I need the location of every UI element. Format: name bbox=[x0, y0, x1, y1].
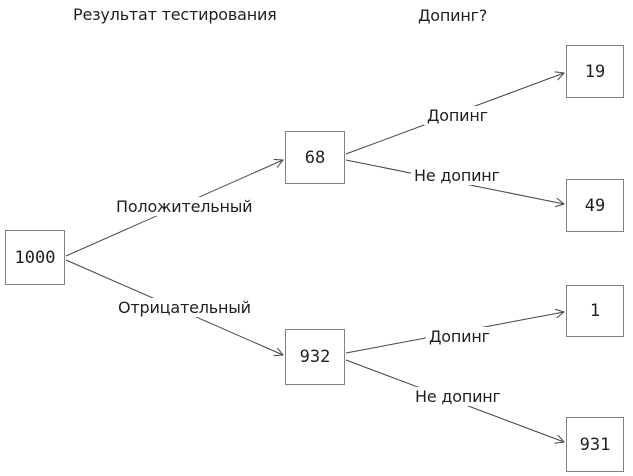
node-negative-doping-1: 1 bbox=[566, 285, 624, 337]
node-negative-no-doping-value: 931 bbox=[579, 434, 611, 455]
node-positive-doping-value: 19 bbox=[584, 61, 606, 82]
branch-label-doping-lower: Допинг bbox=[426, 327, 493, 346]
node-negative-value: 932 bbox=[299, 347, 331, 367]
node-positive-value: 68 bbox=[304, 147, 326, 168]
node-negative-doping-value: 1 bbox=[589, 301, 601, 321]
branch-label-no-doping-upper: Не допинг bbox=[411, 166, 503, 185]
node-positive-no-doping-49: 49 bbox=[566, 179, 624, 232]
column-header-doping: Допинг? bbox=[418, 6, 488, 25]
branch-label-doping-upper: Допинг bbox=[424, 106, 491, 125]
branch-label-negative: Отрицательный bbox=[115, 298, 254, 317]
node-root-1000: 1000 bbox=[5, 230, 65, 285]
branch-label-positive: Положительный bbox=[113, 197, 256, 216]
node-positive-68: 68 bbox=[285, 131, 345, 184]
node-positive-no-doping-value: 49 bbox=[584, 195, 606, 216]
column-header-test-result: Результат тестирования bbox=[73, 5, 277, 24]
node-negative-932: 932 bbox=[285, 329, 345, 385]
branch-label-no-doping-lower: Не допинг bbox=[412, 387, 504, 406]
node-positive-doping-19: 19 bbox=[566, 45, 624, 98]
node-root-value: 1000 bbox=[14, 247, 56, 268]
node-negative-no-doping-931: 931 bbox=[566, 417, 624, 472]
